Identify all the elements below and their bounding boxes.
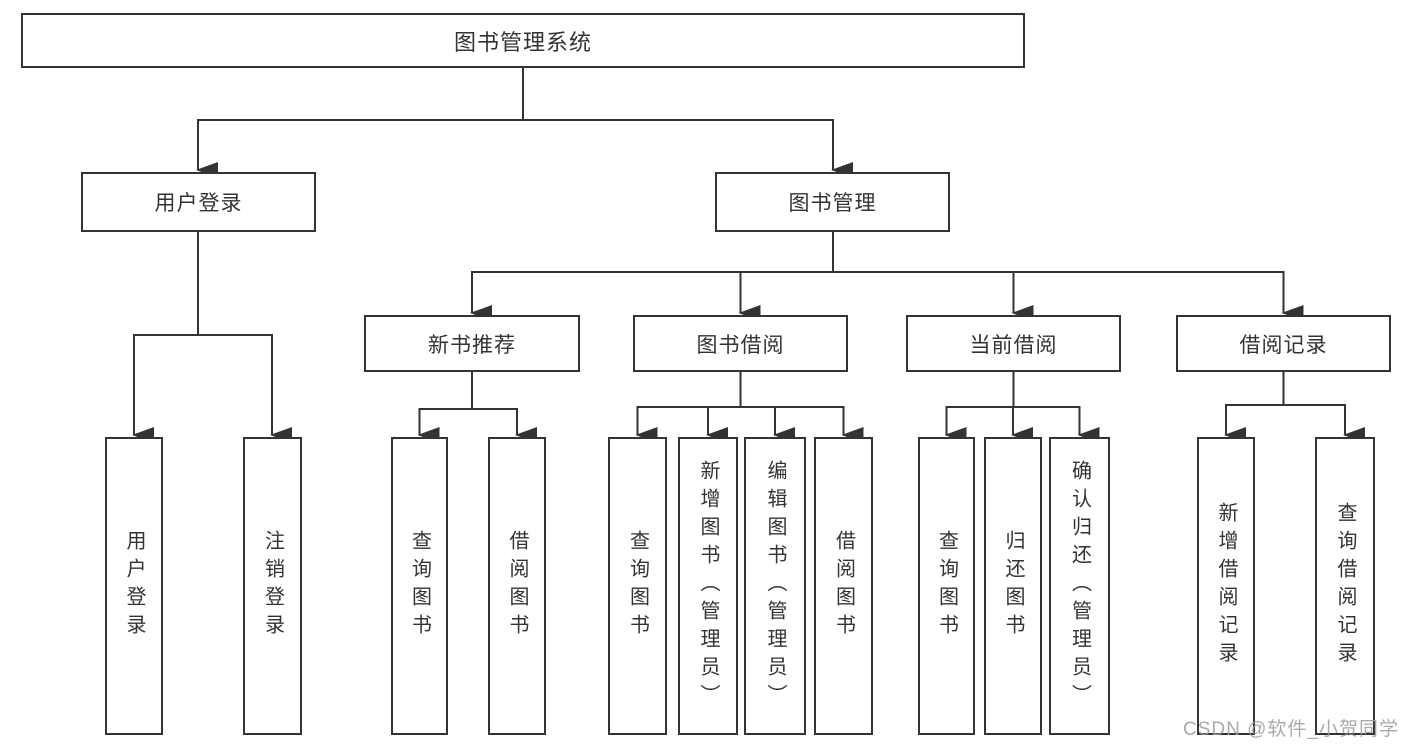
node-user-login: 用户登录 bbox=[81, 172, 316, 232]
leaf-confirm-return-admin: 确认归还（管理员） bbox=[1049, 437, 1110, 735]
node-library-system: 图书管理系统 bbox=[21, 13, 1025, 68]
leaf-label: 借阅图书 bbox=[832, 530, 855, 642]
watermark: CSDN @软件_小贺同学 bbox=[1183, 719, 1399, 740]
leaf-label: 用户登录 bbox=[123, 530, 145, 642]
leaf-label: 借阅图书 bbox=[506, 530, 528, 642]
node-borrowing-records: 借阅记录 bbox=[1176, 315, 1391, 372]
leaf-logout: 注销登录 bbox=[243, 437, 302, 735]
leaf-user-login: 用户登录 bbox=[105, 437, 163, 735]
leaf-add-borrow-record: 新增借阅记录 bbox=[1197, 437, 1255, 735]
leaf-label: 归还图书 bbox=[1002, 530, 1024, 642]
leaf-label: 查询图书 bbox=[935, 530, 958, 642]
leaf-query-books: 查询图书 bbox=[608, 437, 667, 735]
leaf-borrow-books: 借阅图书 bbox=[488, 437, 546, 735]
node-new-book-recommendation: 新书推荐 bbox=[364, 315, 580, 372]
leaf-label: 查询图书 bbox=[408, 530, 431, 642]
leaf-borrow-books: 借阅图书 bbox=[814, 437, 873, 735]
leaf-label: 确认归还（管理员） bbox=[1068, 460, 1091, 712]
leaf-label: 编辑图书（管理员） bbox=[764, 460, 786, 712]
node-book-management: 图书管理 bbox=[715, 172, 950, 232]
leaf-label: 查询图书 bbox=[626, 530, 649, 642]
leaf-return-books: 归还图书 bbox=[984, 437, 1042, 735]
leaf-add-book-admin: 新增图书（管理员） bbox=[678, 437, 738, 735]
leaf-query-books: 查询图书 bbox=[391, 437, 448, 735]
leaf-query-books: 查询图书 bbox=[918, 437, 975, 735]
leaf-label: 新增借阅记录 bbox=[1215, 502, 1237, 670]
leaf-label: 注销登录 bbox=[261, 530, 284, 642]
node-book-borrowing: 图书借阅 bbox=[633, 315, 848, 372]
leaf-label: 新增图书（管理员） bbox=[697, 460, 719, 712]
node-current-borrowing: 当前借阅 bbox=[906, 315, 1121, 372]
leaf-edit-book-admin: 编辑图书（管理员） bbox=[744, 437, 806, 735]
leaf-label: 查询借阅记录 bbox=[1334, 502, 1356, 670]
leaf-query-borrow-record: 查询借阅记录 bbox=[1315, 437, 1375, 735]
